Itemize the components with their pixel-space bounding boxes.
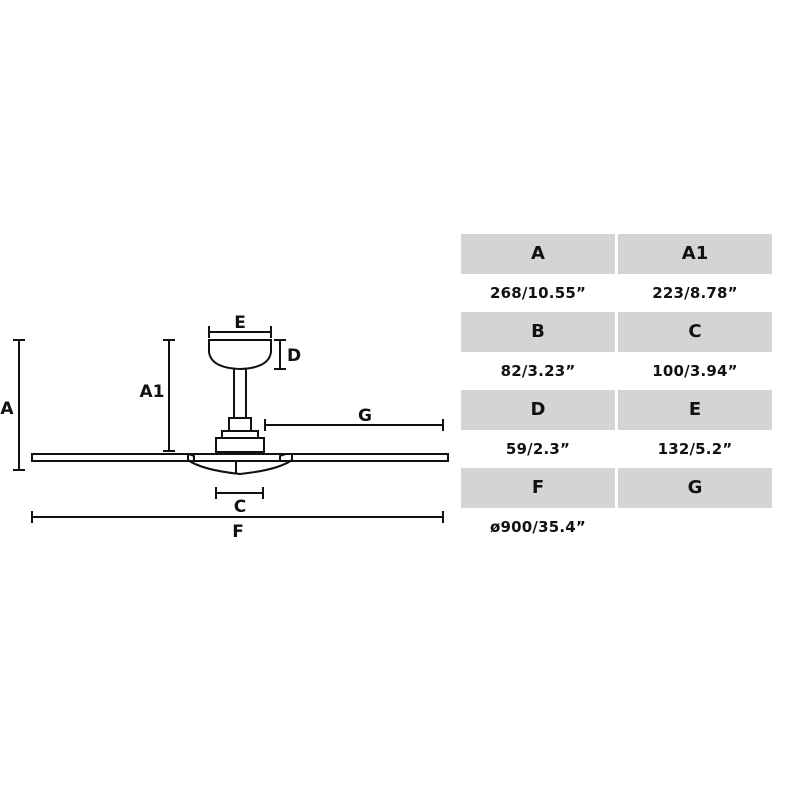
table-value-a: 268/10.55”: [489, 284, 587, 302]
dimension-table: A A1 268/10.55” 223/8.78” B C 82/3.23” 1…: [461, 234, 772, 546]
table-header-c: C: [618, 312, 772, 352]
label-a1: A1: [140, 382, 165, 402]
label-d: D: [287, 346, 301, 366]
table-value-a1: 223/8.78”: [652, 284, 738, 302]
table-header-row: A A1: [461, 234, 772, 274]
table-value-row: 59/2.3” 132/5.2”: [461, 430, 772, 468]
table-value-f: ø900/35.4”: [490, 518, 586, 536]
table-header-g: G: [618, 468, 772, 508]
table-header-a: A: [461, 234, 615, 274]
dimension-g-line: [264, 419, 444, 431]
table-header-e: E: [618, 390, 772, 430]
table-value-c: 100/3.94”: [652, 362, 738, 380]
dimension-labels: A A1 E D G C F: [0, 313, 372, 542]
dimension-a1-line: [163, 339, 175, 452]
table-header-f: F: [461, 468, 615, 508]
fan-dimension-drawing: A A1 E D G C F: [0, 313, 449, 542]
label-f: F: [232, 522, 244, 542]
table-value-row: 268/10.55” 223/8.78”: [461, 274, 772, 312]
dimension-f-line: [31, 511, 444, 523]
table-value-row: ø900/35.4”: [461, 508, 772, 546]
label-a: A: [0, 399, 14, 419]
dimension-a-line: [13, 339, 25, 471]
dimension-d-line: [274, 339, 286, 370]
table-header-row: B C: [461, 312, 772, 352]
table-value-e: 132/5.2”: [657, 440, 733, 458]
fan-outline: [31, 339, 449, 476]
label-c: C: [234, 497, 246, 517]
table-header-a1: A1: [618, 234, 772, 274]
table-value-row: 82/3.23” 100/3.94”: [461, 352, 772, 390]
label-g: G: [358, 406, 372, 426]
dimension-c-line: [215, 487, 264, 499]
label-e: E: [234, 313, 246, 333]
dimension-e-line: [208, 326, 272, 338]
table-value-d: 59/2.3”: [505, 440, 571, 458]
table-header-d: D: [461, 390, 615, 430]
table-header-b: B: [461, 312, 615, 352]
table-value-g: [618, 508, 772, 546]
table-value-b: 82/3.23”: [500, 362, 576, 380]
table-header-row: D E: [461, 390, 772, 430]
table-header-row: F G: [461, 468, 772, 508]
